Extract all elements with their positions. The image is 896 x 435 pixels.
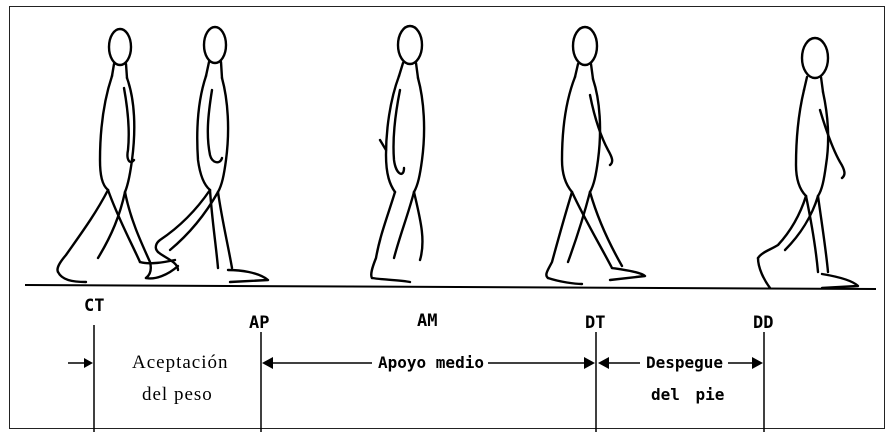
- event-label-ap: AP: [249, 315, 269, 332]
- walker-figure-5: [758, 38, 858, 288]
- phase-aceptacion-line2: del peso: [142, 385, 213, 404]
- walker-figure-2: [156, 27, 268, 282]
- walker-figure-4: [546, 27, 645, 284]
- arrow-apoyo-medio-right: [488, 357, 595, 369]
- arrow-ct: [68, 358, 93, 368]
- event-label-ct: CT: [84, 298, 104, 315]
- arrow-despegue-right: [728, 357, 763, 369]
- event-label-am: AM: [417, 313, 437, 330]
- arrow-apoyo-medio-left: [262, 357, 372, 369]
- phase-despegue-line1: Despegue: [646, 355, 723, 371]
- ground-line: [25, 285, 876, 289]
- phase-aceptacion-line1: Aceptación: [132, 353, 229, 372]
- walker-figure-3: [371, 26, 424, 282]
- phase-apoyo-medio: Apoyo medio: [378, 355, 484, 371]
- walker-figure-1: [57, 29, 178, 282]
- event-label-dt: DT: [585, 315, 605, 332]
- arrow-despegue-left: [598, 357, 640, 369]
- phase-despegue-line2: del pie: [651, 387, 724, 403]
- event-label-dd: DD: [753, 315, 773, 332]
